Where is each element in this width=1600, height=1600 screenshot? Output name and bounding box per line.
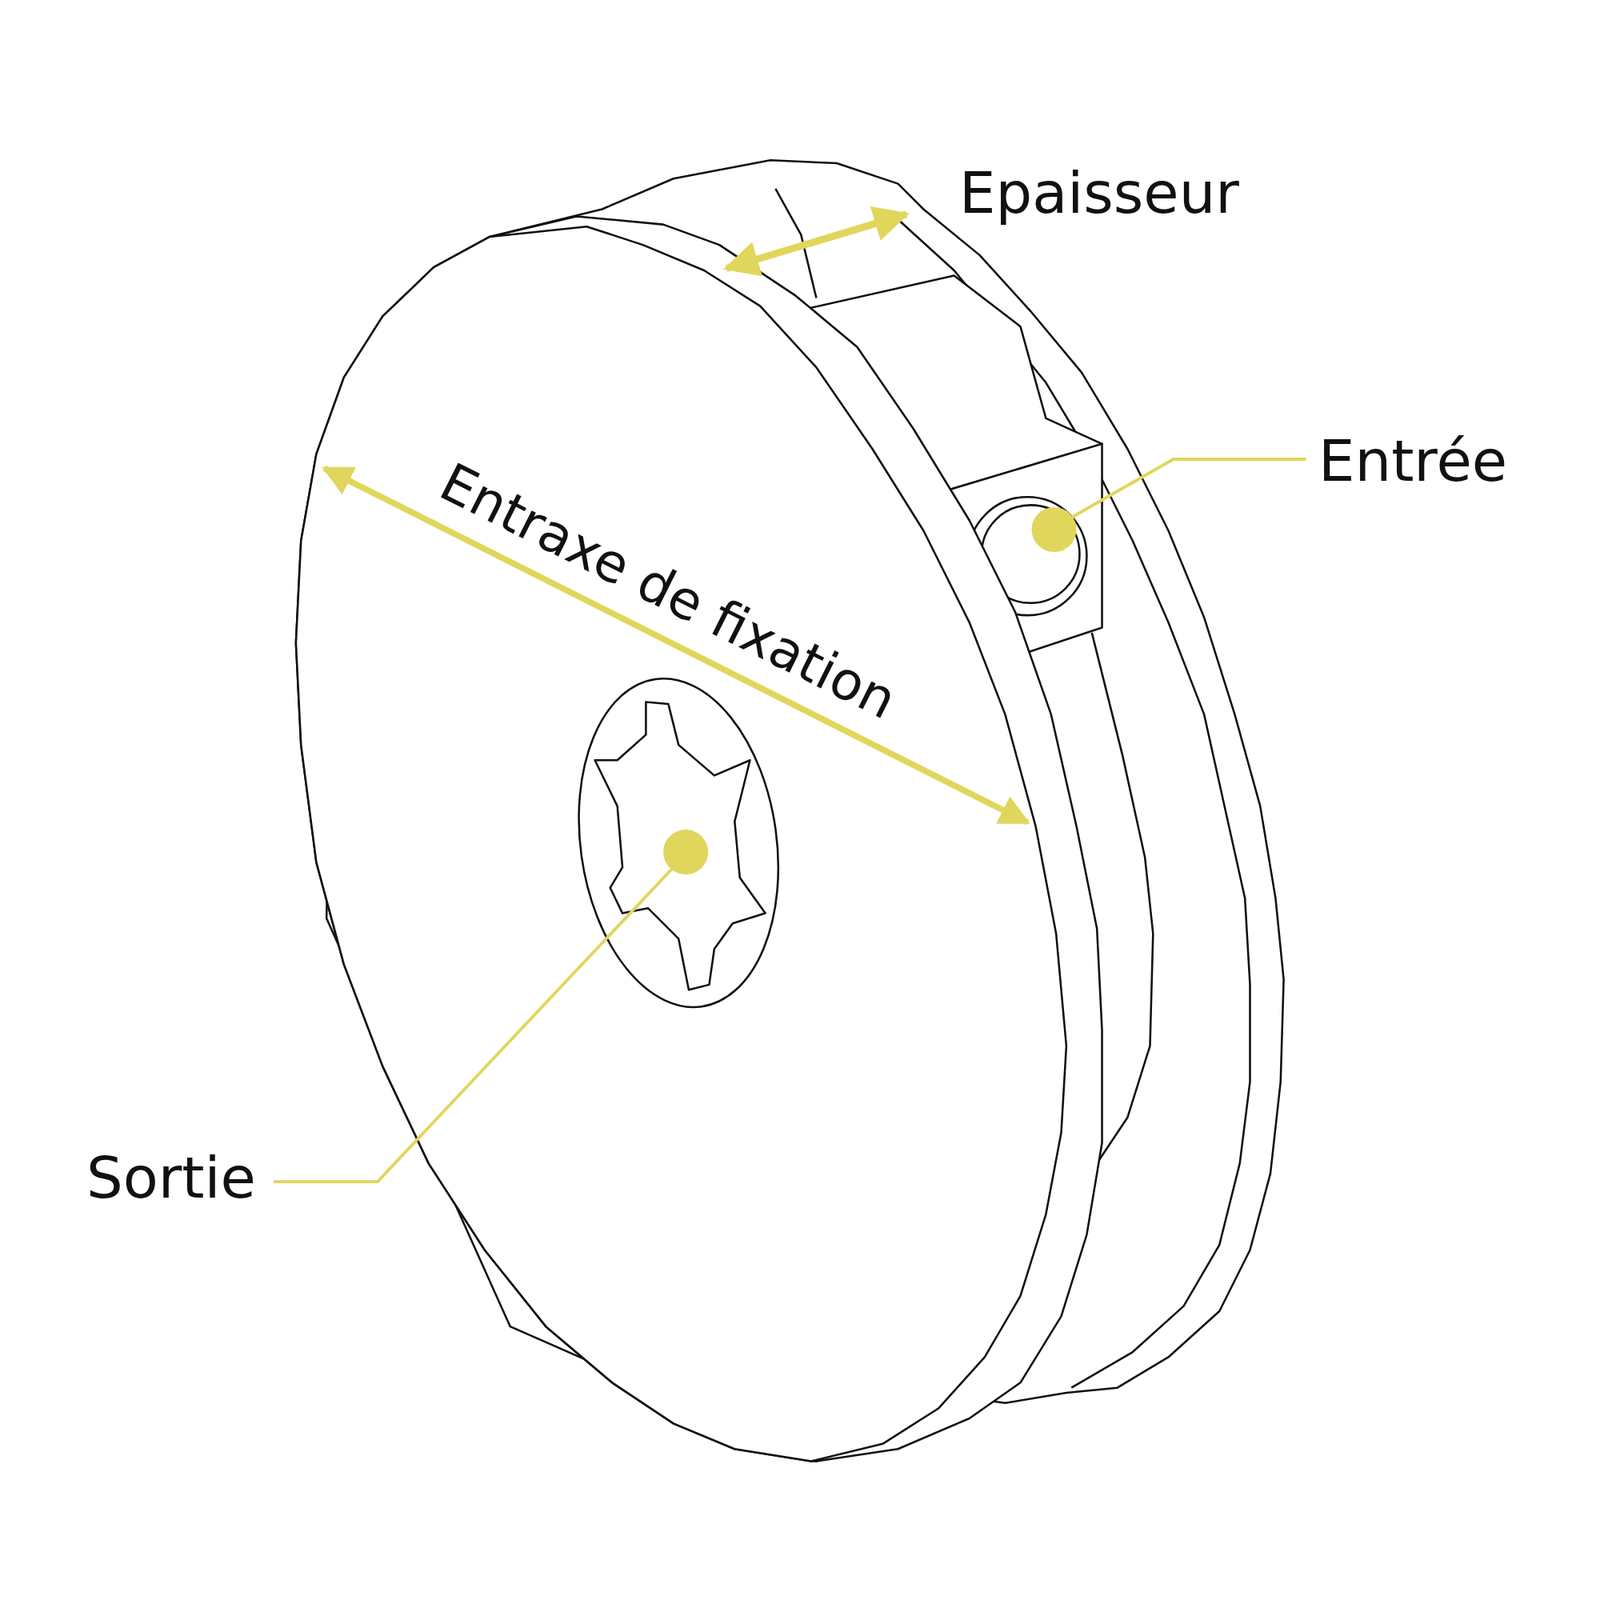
part-label: Sortie: [86, 1146, 256, 1210]
hub-star: [595, 702, 766, 991]
center-distance-arrow: [324, 468, 1028, 823]
thickness-arrow: [726, 214, 906, 269]
callout-dot: [663, 829, 708, 875]
leader-line: [1066, 459, 1307, 521]
part-label: Entrée: [1318, 429, 1508, 493]
hub: [558, 665, 799, 1020]
front-rim: [296, 216, 1103, 1461]
front-face: [296, 226, 1067, 1461]
leader-line: [273, 869, 672, 1182]
callout-dot: [1032, 507, 1077, 552]
dimension-label: Epaisseur: [959, 161, 1240, 225]
